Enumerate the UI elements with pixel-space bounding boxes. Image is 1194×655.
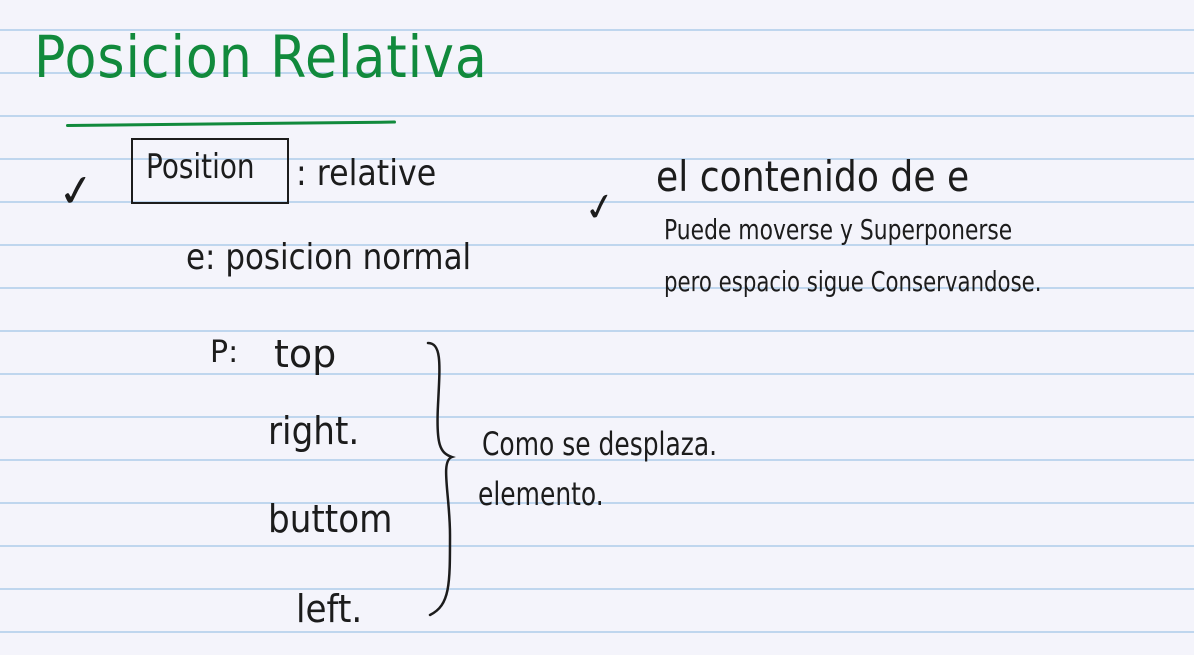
prop-right: right. <box>268 409 360 453</box>
curly-brace-icon <box>420 335 468 625</box>
prop-left: left. <box>296 587 363 631</box>
relative-value: : relative <box>296 153 437 194</box>
position-box <box>131 138 289 204</box>
right-note-line3: pero espacio sigue Conservandose. <box>664 265 1042 298</box>
page-title: Posicion Relativa <box>34 23 488 91</box>
prop-top: top <box>274 332 337 376</box>
right-note-line1: el contenido de e <box>656 152 970 201</box>
note-p-prefix: P: <box>210 335 239 370</box>
title-underline <box>65 120 396 127</box>
boxed-word: Position <box>146 147 255 187</box>
check-mark-icon: ✓ <box>580 182 620 232</box>
brace-note-line2: elemento. <box>478 475 604 513</box>
brace-note-line1: Como se desplaza. <box>482 425 718 463</box>
note-e-line: e: posicion normal <box>186 237 472 278</box>
right-note-line2: Puede moverse y Superponerse <box>664 213 1013 246</box>
prop-buttom: buttom <box>268 497 393 541</box>
check-mark-icon: ✓ <box>54 163 99 220</box>
